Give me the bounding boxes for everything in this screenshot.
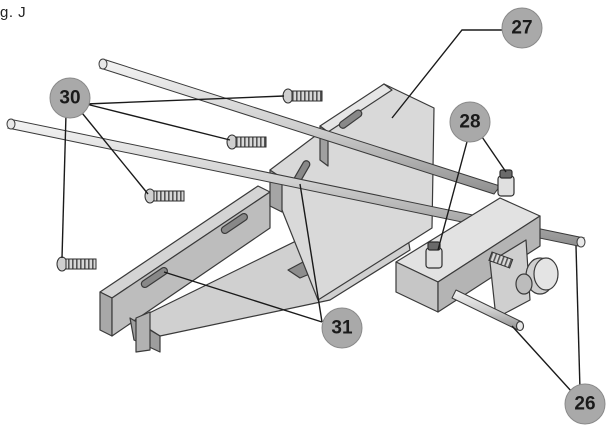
sliding-block <box>395 197 541 332</box>
callout-28: 28 <box>449 101 491 143</box>
knob <box>515 257 559 295</box>
callout-30: 30 <box>49 77 91 119</box>
svg-text:27: 27 <box>511 18 532 39</box>
clip-upper <box>497 169 515 197</box>
callout-27: 27 <box>501 7 543 49</box>
callout-26: 26 <box>564 383 606 425</box>
screw-4 <box>56 256 97 272</box>
mounting-frame <box>99 83 435 353</box>
svg-text:26: 26 <box>574 394 595 415</box>
svg-text:28: 28 <box>459 112 480 133</box>
spring <box>488 251 514 269</box>
svg-text:30: 30 <box>59 88 80 109</box>
svg-text:31: 31 <box>331 318 353 339</box>
screw-1 <box>282 88 323 104</box>
clip-lower <box>425 241 443 269</box>
figure-label: g. J <box>0 4 27 21</box>
callout-31: 31 <box>321 307 363 349</box>
screw-3 <box>144 188 185 204</box>
leader-lines <box>61 29 581 393</box>
screw-2 <box>226 134 267 150</box>
guide-rod-lower <box>6 118 586 248</box>
